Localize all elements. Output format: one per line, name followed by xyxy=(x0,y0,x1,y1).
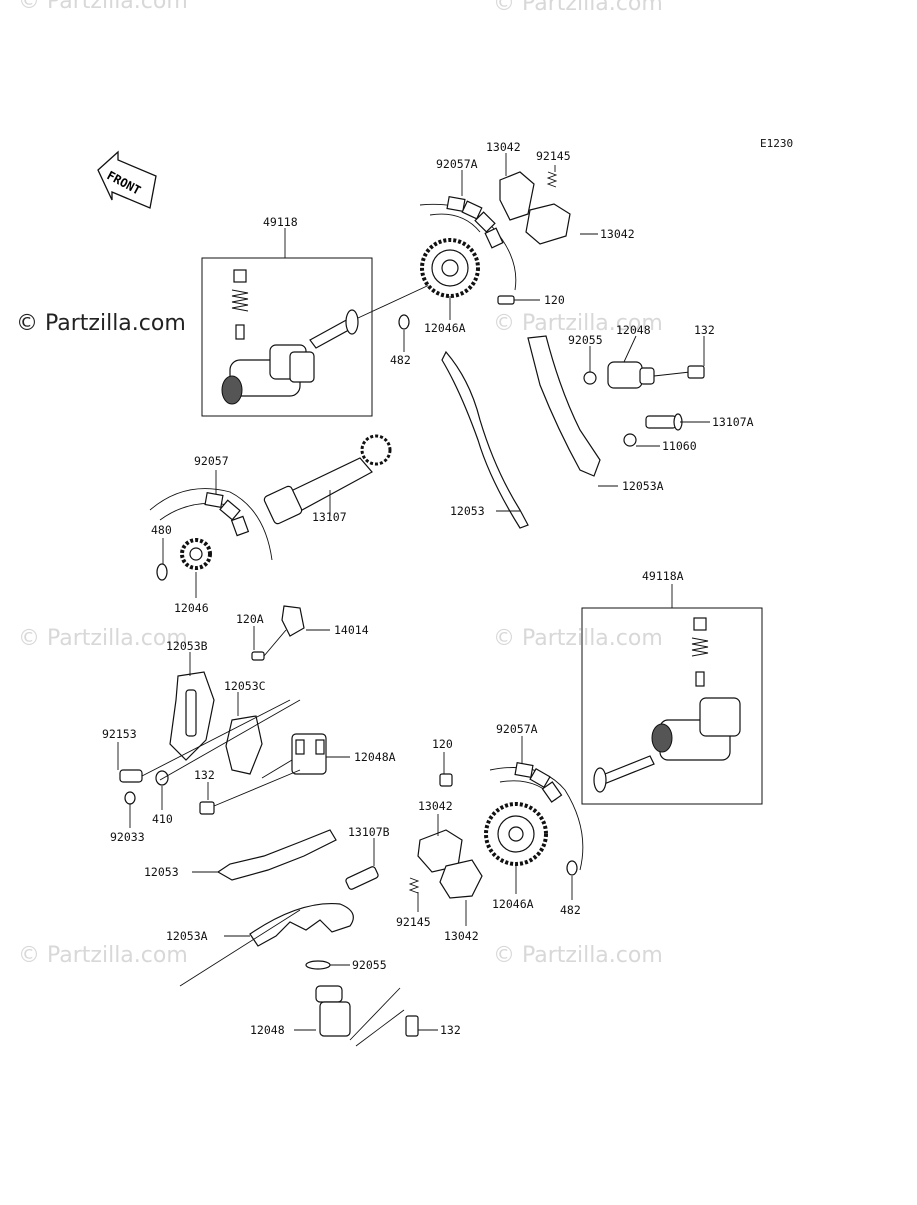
label-13042-top: 13042 xyxy=(486,140,521,154)
label-13042-bottom-1: 13042 xyxy=(418,799,453,813)
snap-ring-482-top xyxy=(398,314,410,330)
label-13042-right: 13042 xyxy=(600,227,635,241)
label-14014: 14014 xyxy=(334,623,369,637)
label-92057: 92057 xyxy=(194,454,229,468)
group-box-49118 xyxy=(201,257,373,417)
snap-ring-482-bot xyxy=(566,860,578,876)
crankshaft-sprocket-assembly xyxy=(149,434,392,581)
label-49118A: 49118A xyxy=(642,569,684,583)
label-92055-bottom: 92055 xyxy=(352,958,387,972)
watermark-faint-3: © Partzilla.com xyxy=(493,311,663,336)
bottom-cam-sprocket-and-chain xyxy=(484,762,584,876)
watermark-faint-5: © Partzilla.com xyxy=(493,626,663,651)
oring-92055-bottom xyxy=(305,960,331,970)
label-13107A: 13107A xyxy=(712,415,754,429)
watermark-main: © Partzilla.com xyxy=(16,311,186,336)
label-13107B: 13107B xyxy=(348,825,390,839)
label-482-bottom: 482 xyxy=(560,903,581,917)
label-120-top: 120 xyxy=(544,293,565,307)
label-12048A: 12048A xyxy=(354,750,396,764)
camshaft-assembly-49118 xyxy=(201,228,441,417)
watermark-faint-7: © Partzilla.com xyxy=(493,943,663,968)
bolt-13107B xyxy=(345,866,379,890)
label-12046A-bottom: 12046A xyxy=(492,897,534,911)
label-92145-bottom: 92145 xyxy=(396,915,431,929)
label-12048-bottom: 12048 xyxy=(250,1023,285,1037)
label-120-bottom: 120 xyxy=(432,737,453,751)
label-120A: 120A xyxy=(236,612,264,626)
diagram-code: E1230 xyxy=(760,137,793,150)
tensioner-12048-top xyxy=(583,361,705,389)
label-482-top: 482 xyxy=(390,353,411,367)
watermark-faint-2: © Partzilla.com xyxy=(493,0,663,16)
label-12053C: 12053C xyxy=(224,679,266,693)
label-132-bottom: 132 xyxy=(440,1023,461,1037)
bolt-13107A xyxy=(623,413,683,447)
label-92055-top: 92055 xyxy=(568,333,603,347)
leader-lines xyxy=(117,153,710,1031)
bolt-132-mid xyxy=(199,769,301,815)
label-132-mid: 132 xyxy=(194,768,215,782)
label-92033: 92033 xyxy=(110,830,145,844)
chain-guide-12053-center xyxy=(441,350,529,529)
tensioner-12048-bottom xyxy=(315,985,419,1047)
label-12053-bottom: 12053 xyxy=(144,865,179,879)
label-12053A-top: 12053A xyxy=(622,479,664,493)
pin-92153-assembly xyxy=(119,699,301,805)
chain-guide-12053-bottom xyxy=(216,829,337,881)
label-12053A-bottom: 12053A xyxy=(166,929,208,943)
label-12046A-top: 12046A xyxy=(424,321,466,335)
label-132-top: 132 xyxy=(694,323,715,337)
label-12048-top: 12048 xyxy=(616,323,651,337)
label-92057A-bottom: 92057A xyxy=(496,722,538,736)
watermark-faint-1: © Partzilla.com xyxy=(18,0,188,14)
label-49118: 49118 xyxy=(263,215,298,229)
label-12046: 12046 xyxy=(174,601,209,615)
front-arrow-icon: FRONT xyxy=(97,150,157,209)
label-12053B: 12053B xyxy=(166,639,208,653)
label-13107: 13107 xyxy=(312,510,347,524)
part-labels: 49118 92057A 13042 92145 13042 120 12046… xyxy=(102,140,754,1037)
label-13042-bottom-2: 13042 xyxy=(444,929,479,943)
label-92057A-top: 92057A xyxy=(436,157,478,171)
label-12053-mid: 12053 xyxy=(450,504,485,518)
tensioner-12048A xyxy=(261,733,327,779)
watermarks: © Partzilla.com © Partzilla.com © Partzi… xyxy=(16,0,663,968)
top-cam-sprocket-and-chain xyxy=(419,196,517,298)
decompression-parts-top xyxy=(499,171,571,245)
camshaft-assembly-49118A xyxy=(581,584,763,805)
watermark-faint-4: © Partzilla.com xyxy=(18,626,188,651)
label-480: 480 xyxy=(151,523,172,537)
chain-guide-12053C xyxy=(225,715,263,775)
bracket-14014 xyxy=(251,605,305,661)
watermark-faint-6: © Partzilla.com xyxy=(18,943,188,968)
cam-chain-top xyxy=(446,196,504,249)
label-410: 410 xyxy=(152,812,173,826)
decompression-parts-bottom xyxy=(408,829,483,899)
bolt-120-bottom xyxy=(439,773,453,787)
label-92153: 92153 xyxy=(102,727,137,741)
label-11060: 11060 xyxy=(662,439,697,453)
chain-guide-12053B xyxy=(169,671,215,761)
chain-guide-12053A-top xyxy=(527,335,601,477)
label-92145-top: 92145 xyxy=(536,149,571,163)
chain-guide-12053A-bottom xyxy=(179,902,354,987)
